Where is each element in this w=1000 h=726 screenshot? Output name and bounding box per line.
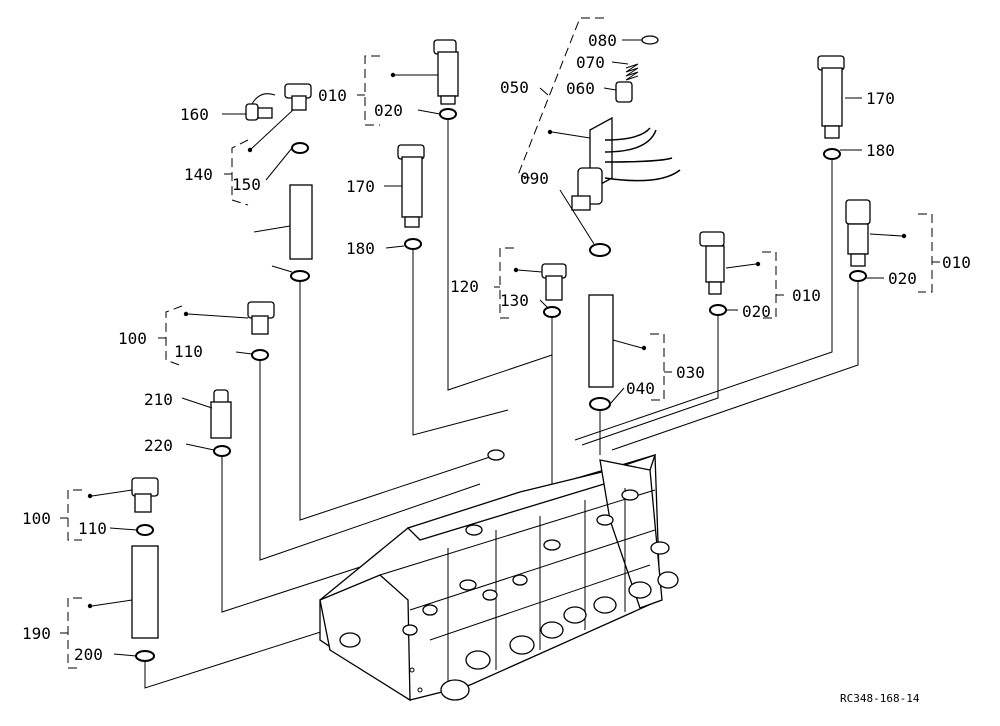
control-valve-assembly	[319, 449, 679, 702]
o-ring-020-top	[439, 108, 457, 120]
pressure-sensor-170-center	[397, 144, 425, 228]
callout-130: 130	[500, 291, 529, 310]
adapter-140	[289, 184, 313, 260]
callout-100-lower: 100	[22, 509, 51, 528]
callout-140: 140	[184, 165, 213, 184]
callout-020-mid: 020	[742, 302, 771, 321]
components	[131, 35, 871, 639]
o-ring-110-upper	[251, 349, 269, 361]
cap-160	[245, 93, 276, 121]
o-rings	[135, 108, 867, 662]
callout-020-right: 020	[888, 269, 917, 288]
pressure-switch-120	[541, 263, 567, 301]
spring-070	[625, 63, 639, 81]
callout-labels: 010 020 080 070 050 060 170 180 160 140 …	[22, 31, 971, 664]
o-ring-150	[291, 142, 309, 154]
callout-170-center: 170	[346, 177, 375, 196]
pressure-switch-100-lower	[131, 477, 159, 513]
callout-210: 210	[144, 390, 173, 409]
callout-180-right: 180	[866, 141, 895, 160]
o-ring-200	[135, 650, 155, 662]
callout-080: 080	[588, 31, 617, 50]
o-ring-090	[589, 243, 611, 257]
pressure-sensor-170-right	[817, 55, 845, 139]
tube-routes	[144, 120, 859, 689]
pressure-switch-140	[284, 83, 312, 111]
callout-060: 060	[566, 79, 595, 98]
drawing-code: RC348-168-14	[840, 692, 920, 705]
pressure-switch-010-right	[845, 199, 871, 267]
callout-020-top: 020	[374, 101, 403, 120]
o-ring-110-lower	[136, 524, 154, 536]
callout-180-center: 180	[346, 239, 375, 258]
callout-100-upper: 100	[118, 329, 147, 348]
callout-010-mid: 010	[792, 286, 821, 305]
callout-160: 160	[180, 105, 209, 124]
assembly-brackets	[60, 17, 940, 669]
ring-080	[641, 35, 659, 45]
callout-010-right: 010	[942, 253, 971, 272]
callout-150: 150	[232, 175, 261, 194]
callout-070: 070	[576, 53, 605, 72]
pressure-switch-010-mid	[699, 231, 725, 295]
callout-010-top: 010	[318, 86, 347, 105]
leader-lines	[87, 39, 907, 657]
callout-110-lower: 110	[78, 519, 107, 538]
adapter-030	[588, 294, 614, 388]
o-ring-130	[543, 306, 561, 318]
callout-110-upper: 110	[174, 342, 203, 361]
pressure-switch-010-top	[433, 39, 459, 105]
adapter-190	[131, 545, 159, 639]
callout-030: 030	[676, 363, 705, 382]
o-ring-040	[589, 397, 611, 411]
callout-090: 090	[520, 169, 549, 188]
callout-050: 050	[500, 78, 529, 97]
o-ring-020-right	[849, 270, 867, 282]
o-ring-adapter-140	[290, 270, 310, 282]
callout-200: 200	[74, 645, 103, 664]
o-ring-180-center	[404, 238, 422, 250]
pressure-switch-100-upper	[247, 301, 275, 335]
callout-190: 190	[22, 624, 51, 643]
o-ring-020-mid	[709, 304, 727, 316]
plug-210	[210, 389, 232, 439]
o-ring-220	[213, 445, 231, 457]
plug-060	[615, 81, 633, 103]
o-ring-180-right	[823, 148, 841, 160]
callout-040: 040	[626, 379, 655, 398]
tee-fitting-050	[571, 116, 681, 211]
callout-170-right: 170	[866, 89, 895, 108]
callout-220: 220	[144, 436, 173, 455]
callout-120: 120	[450, 277, 479, 296]
